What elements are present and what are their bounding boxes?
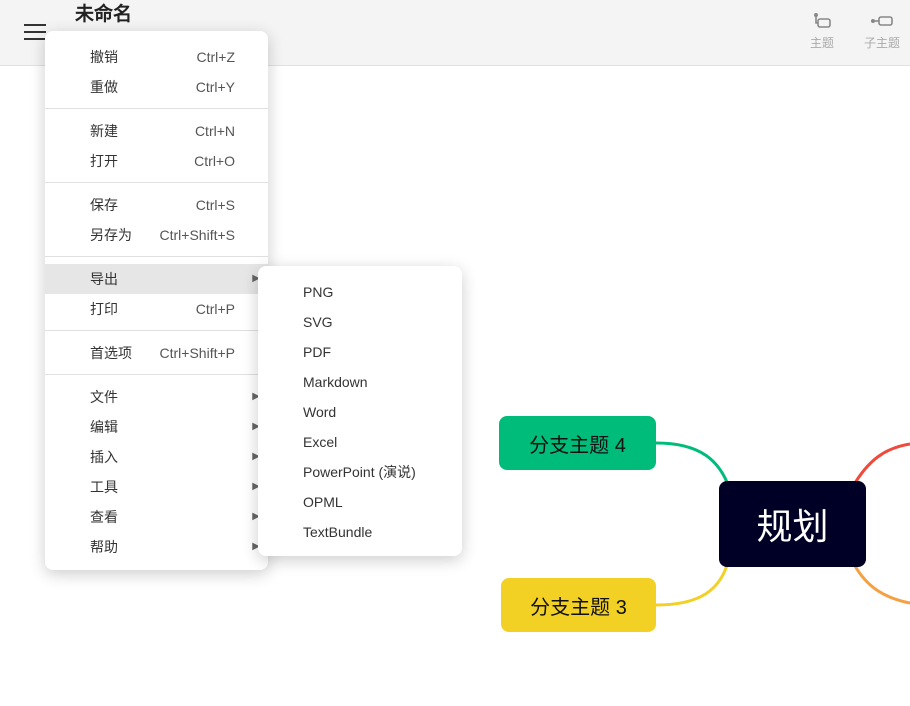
submenu-arrow-icon: ▶ [252, 481, 260, 492]
menu-item-label: 新建 [90, 123, 118, 139]
connector-branch3 [655, 561, 730, 607]
submenu-arrow-icon: ▶ [252, 421, 260, 432]
connector-orange [853, 565, 910, 605]
menu-item-shortcut: Ctrl+Y [195, 79, 235, 95]
export-item[interactable]: Markdown [303, 374, 368, 390]
menu-item[interactable]: 查看 ▶ [45, 502, 268, 532]
menu-item[interactable]: 帮助 ▶ [45, 532, 268, 562]
export-item[interactable]: PowerPoint (演说) [303, 464, 416, 480]
menu-item-label: 文件 [90, 389, 118, 405]
add-topic-button[interactable]: 主题 [810, 12, 834, 51]
menu-item-label: 导出 [90, 271, 118, 287]
menu-item-label: 打开 [90, 153, 118, 169]
menu-item[interactable]: 导出 ▶ [45, 264, 268, 294]
menu-item-shortcut: Ctrl+P [195, 301, 235, 317]
menu-separator [45, 374, 268, 375]
menu-item-shortcut: Ctrl+O [194, 153, 235, 169]
menu-item-label: 编辑 [90, 419, 118, 435]
menu-item[interactable]: 打开 Ctrl+O [45, 146, 268, 176]
subtopic-icon [871, 16, 893, 26]
central-topic[interactable]: 规划 [719, 481, 866, 567]
export-item[interactable]: TextBundle [303, 524, 373, 540]
branch-topic-3[interactable]: 分支主题 3 [501, 578, 656, 632]
menu-item[interactable]: 插入 ▶ [45, 442, 268, 472]
connector-red [850, 442, 910, 489]
export-item[interactable]: Excel [303, 434, 338, 450]
menu-item-shortcut: Ctrl+S [195, 197, 235, 213]
add-subtopic-button[interactable]: 子主题 [864, 12, 900, 51]
menu-item-shortcut: Ctrl+Shift+P [159, 345, 235, 361]
menu-item[interactable]: 新建 Ctrl+N [45, 116, 268, 146]
menu-item-shortcut: Ctrl+Z [196, 49, 236, 65]
export-item[interactable]: SVG [303, 314, 333, 330]
submenu-arrow-icon: ▶ [252, 451, 260, 462]
submenu-arrow-icon: ▶ [252, 511, 260, 522]
menu-item-label: 另存为 [90, 227, 132, 243]
branch-topic-4[interactable]: 分支主题 4 [499, 416, 656, 470]
topic-icon [814, 13, 831, 28]
menu-item-label: 查看 [90, 509, 118, 525]
subtopic-label: 子主题 [864, 36, 901, 50]
menu-item[interactable]: 工具 ▶ [45, 472, 268, 502]
menu-separator [45, 108, 268, 109]
menu-item[interactable]: 首选项 Ctrl+Shift+P [45, 338, 268, 368]
menu-item-label: 撤销 [90, 49, 118, 65]
menu-item-label: 插入 [90, 449, 118, 465]
connector-branch4 [655, 441, 732, 491]
menu-item[interactable]: 文件 ▶ [45, 382, 268, 412]
main-menu: 撤销 Ctrl+Z 重做 Ctrl+Y 新建 Ctrl+N 打开 Ctrl+O 保存 Ctrl+S… [45, 31, 268, 570]
menu-item-label: 帮助 [90, 539, 118, 555]
topic-label: 主题 [810, 36, 835, 50]
menu-item[interactable]: 重做 Ctrl+Y [45, 72, 268, 102]
menu-separator [45, 330, 268, 331]
submenu-arrow-icon: ▶ [252, 273, 260, 284]
menu-item-label: 首选项 [90, 345, 132, 361]
menu-item-label: 保存 [90, 197, 118, 213]
menu-item[interactable]: 编辑 ▶ [45, 412, 268, 442]
menu-item-shortcut: Ctrl+Shift+S [159, 227, 235, 243]
document-title[interactable]: 未命名 [75, 4, 133, 25]
menu-separator [45, 256, 268, 257]
export-item[interactable]: OPML [303, 494, 343, 510]
export-item[interactable]: PNG [303, 284, 334, 300]
menu-item[interactable]: 保存 Ctrl+S [45, 190, 268, 220]
export-item[interactable]: PDF [303, 344, 331, 360]
menu-icon[interactable] [24, 24, 46, 42]
menu-item[interactable]: 另存为 Ctrl+Shift+S [45, 220, 268, 250]
menu-item-label: 工具 [90, 479, 118, 495]
menu-item[interactable]: 撤销 Ctrl+Z [45, 42, 268, 72]
menu-item-label: 重做 [90, 79, 118, 95]
menu-item-shortcut: Ctrl+N [194, 123, 235, 139]
submenu-arrow-icon: ▶ [252, 391, 260, 402]
menu-item-label: 打印 [90, 301, 118, 317]
menu-item[interactable]: 打印 Ctrl+P [45, 294, 268, 324]
menu-separator [45, 182, 268, 183]
submenu-arrow-icon: ▶ [252, 541, 260, 552]
export-item[interactable]: Word [303, 404, 337, 420]
